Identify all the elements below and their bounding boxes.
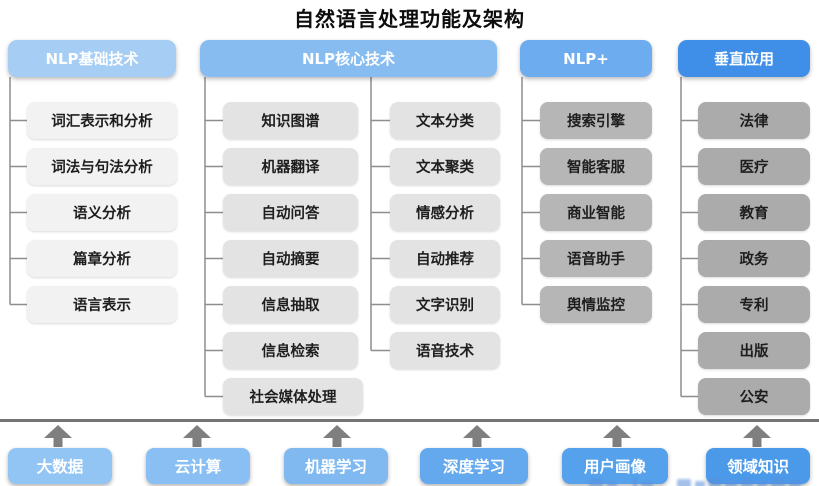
diagram-node: 文本聚类 (390, 148, 500, 185)
connector-col1 (9, 77, 27, 306)
diagram-node: 自动摘要 (223, 240, 358, 277)
foundation-node: 深度学习 (420, 448, 528, 484)
up-arrow-icon (743, 425, 771, 447)
up-arrow-icon (603, 425, 631, 447)
diagram-node: 语言表示 (27, 286, 177, 323)
up-arrow-icon (323, 425, 351, 447)
diagram-node: 词汇表示和分析 (27, 102, 177, 139)
connector-col2-right (370, 77, 390, 352)
connector-col4 (680, 77, 698, 398)
diagram-node: 语义分析 (27, 194, 177, 231)
diagram-node: 社会媒体处理 (223, 378, 363, 415)
diagram-node: 智能客服 (540, 148, 652, 185)
diagram-node: 政务 (698, 240, 810, 277)
up-arrow-icon (463, 425, 491, 447)
separator-line (0, 419, 819, 422)
diagram-node: 语音助手 (540, 240, 652, 277)
diagram-node: 医疗 (698, 148, 810, 185)
diagram-node: 信息抽取 (223, 286, 358, 323)
diagram-title: 自然语言处理功能及架构 (294, 7, 525, 31)
diagram-node: 信息检索 (223, 332, 358, 369)
diagram-node: 文字识别 (390, 286, 500, 323)
diagram-node: 舆情监控 (540, 286, 652, 323)
diagram-node: 知识图谱 (223, 102, 358, 139)
diagram-node: 公安 (698, 378, 810, 415)
up-arrow-icon (44, 425, 72, 447)
foundation-node: 用户画像 (562, 448, 668, 484)
connector-col2-left (204, 77, 223, 398)
up-arrow-icon (183, 425, 211, 447)
foundation-node: 机器学习 (284, 448, 388, 484)
diagram-node: 自动推荐 (390, 240, 500, 277)
diagram-node: 篇章分析 (27, 240, 177, 277)
diagram-node: 情感分析 (390, 194, 500, 231)
connector-col3 (521, 77, 540, 306)
diagram-node: 专利 (698, 286, 810, 323)
column-header-nlp-plus: NLP+ (520, 40, 652, 77)
diagram-node: 法律 (698, 102, 810, 139)
column-header-nlp-core: NLP核心技术 (200, 40, 497, 77)
foundation-node: 云计算 (146, 448, 250, 484)
diagram-node: 自动问答 (223, 194, 358, 231)
column-header-vertical-app: 垂直应用 (678, 40, 810, 77)
column-header-nlp-basic: NLP基础技术 (8, 40, 176, 77)
watermark (589, 478, 801, 486)
diagram-node: 出版 (698, 332, 810, 369)
diagram-node: 教育 (698, 194, 810, 231)
diagram-node: 搜索引擎 (540, 102, 652, 139)
diagram-node: 文本分类 (390, 102, 500, 139)
diagram-node: 机器翻译 (223, 148, 358, 185)
foundation-node: 大数据 (8, 448, 112, 484)
diagram-node: 词法与句法分析 (27, 148, 177, 185)
diagram-node: 语音技术 (390, 332, 500, 369)
diagram-node: 商业智能 (540, 194, 652, 231)
foundation-node: 领域知识 (706, 448, 810, 484)
